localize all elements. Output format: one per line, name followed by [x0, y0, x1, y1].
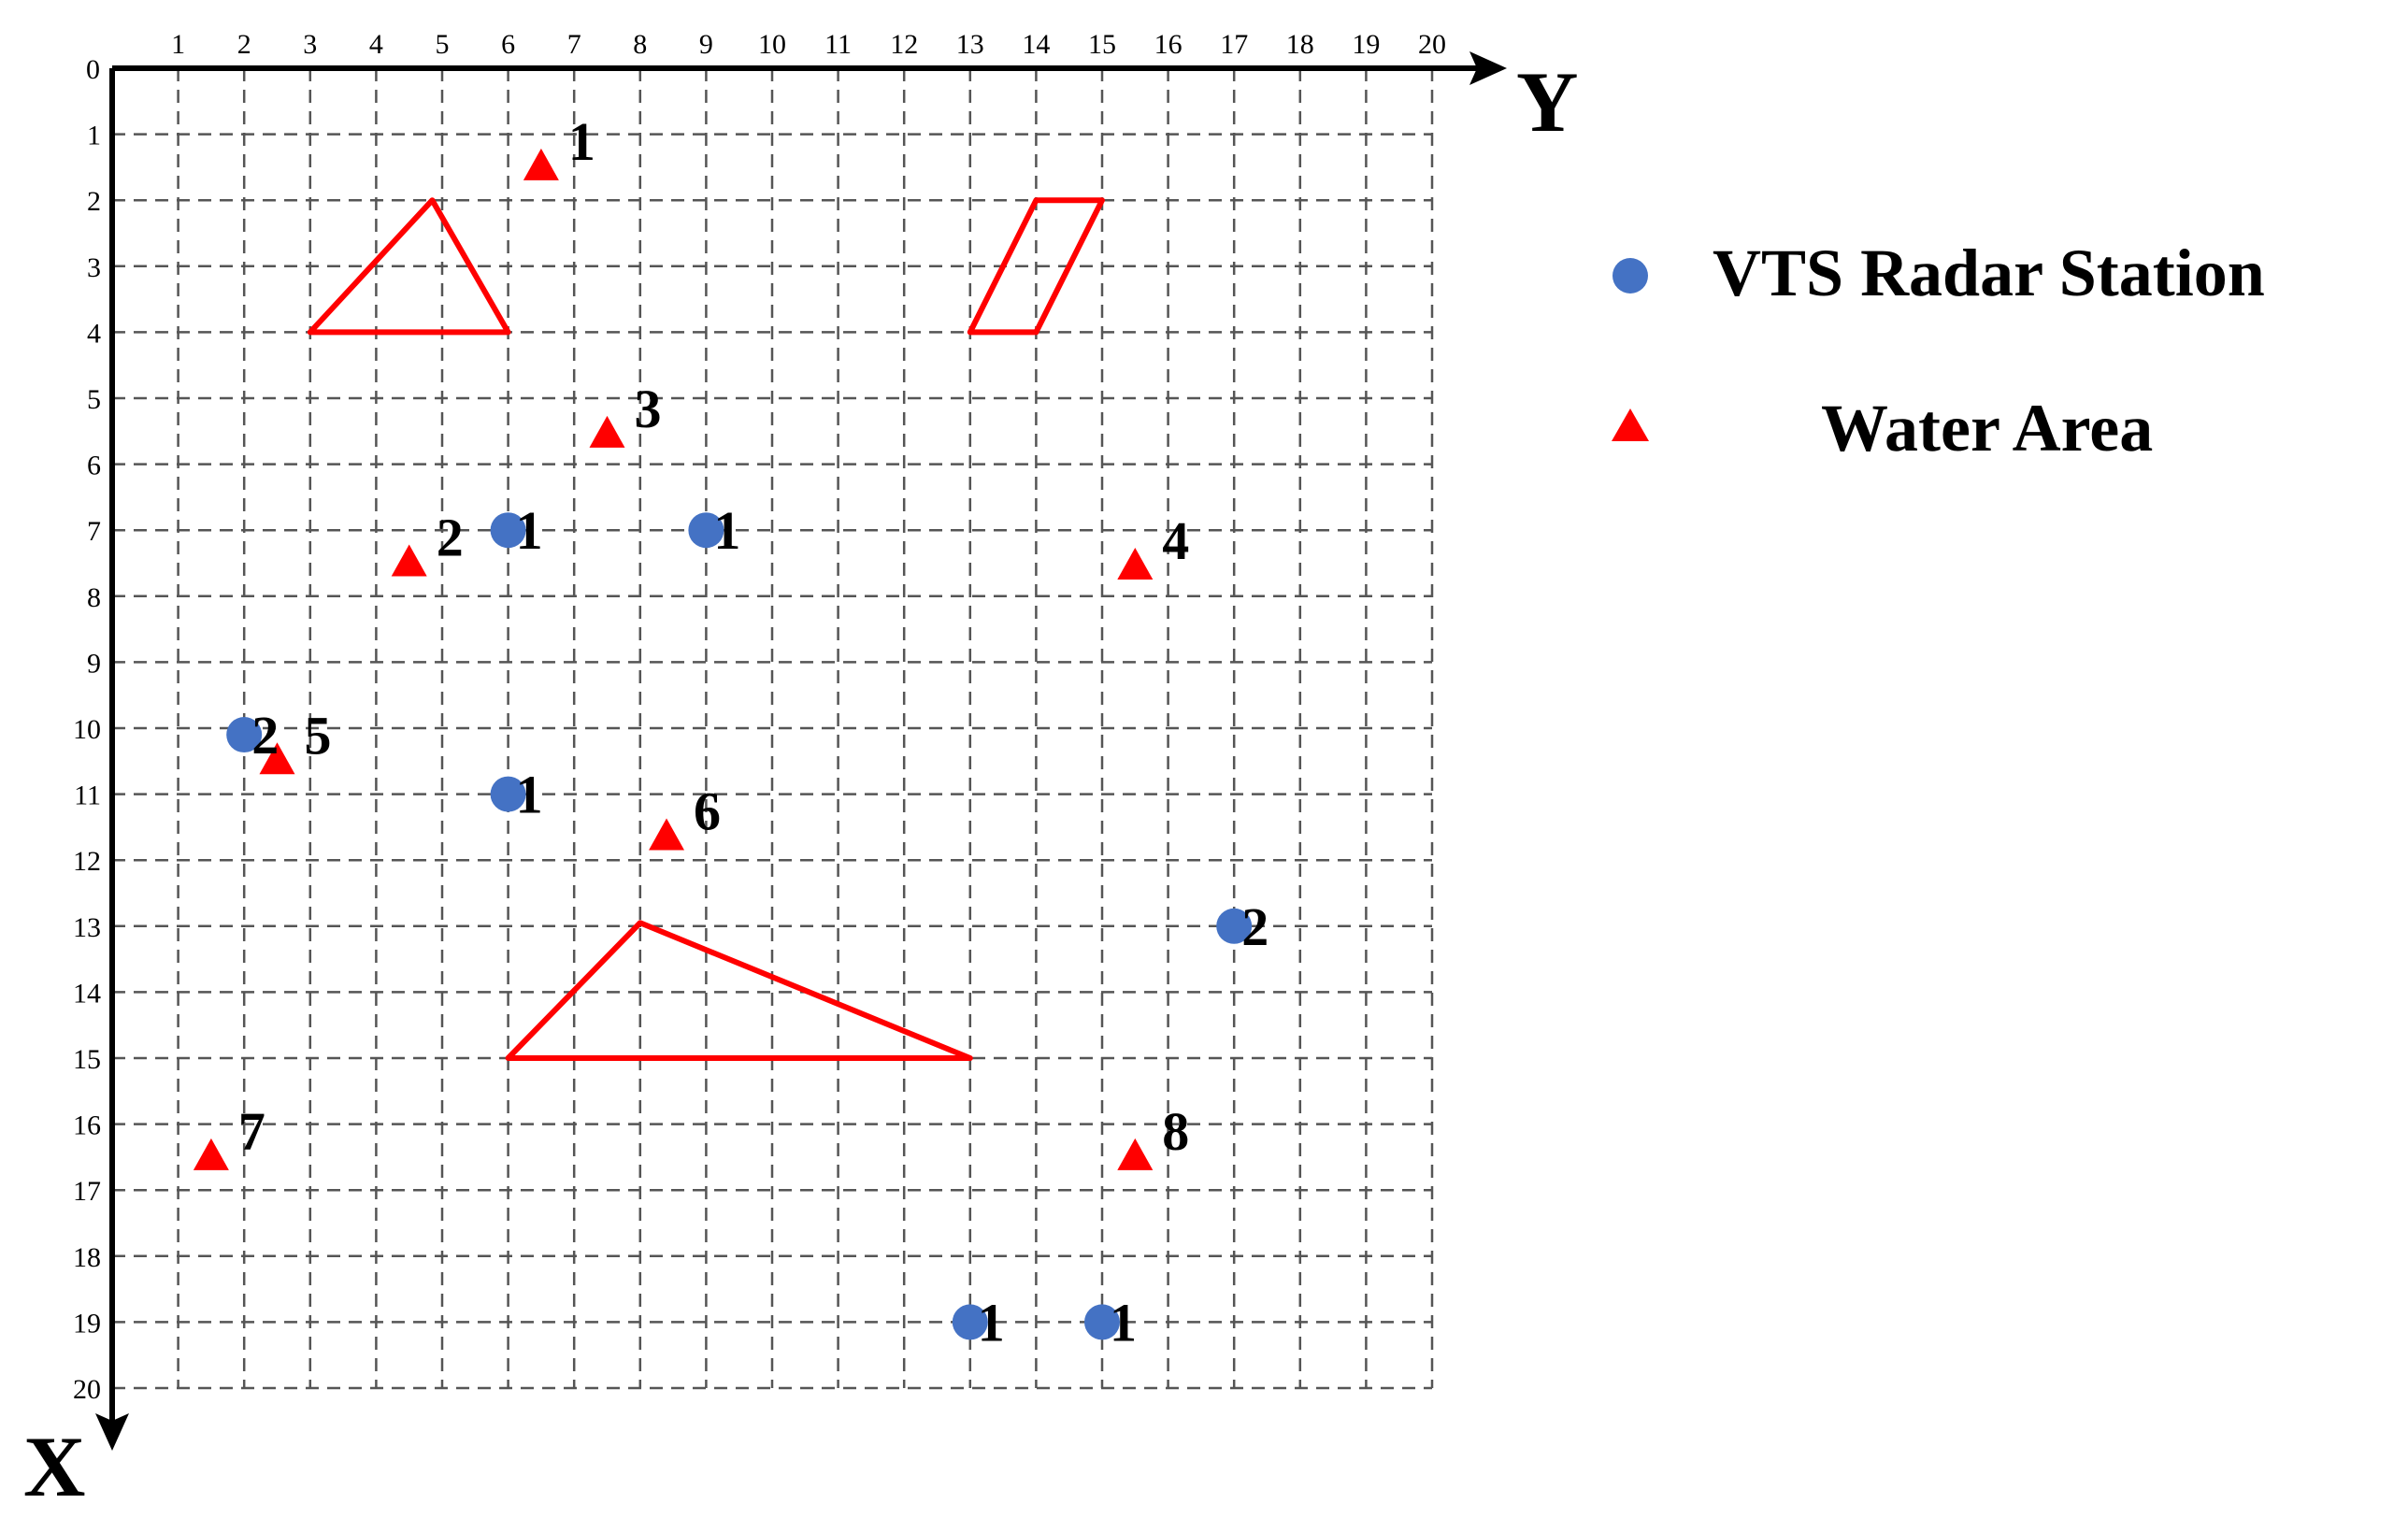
radar-station-label: 2 — [1241, 896, 1268, 957]
x-tick-label: 4 — [87, 318, 101, 349]
y-tick-label: 20 — [1418, 29, 1446, 60]
water-area-label: 3 — [635, 379, 662, 439]
axes: Y X 0 — [23, 51, 1578, 1514]
y-tick-label: 16 — [1154, 29, 1182, 60]
x-tick-label: 17 — [73, 1176, 101, 1207]
y-axis-name: Y — [1516, 54, 1578, 150]
x-tick-label: 3 — [87, 252, 101, 283]
x-tick-label: 2 — [87, 186, 101, 217]
x-tick-label: 5 — [87, 384, 101, 415]
y-tick-label: 6 — [501, 29, 515, 60]
y-tick-label: 13 — [956, 29, 984, 60]
y-tick-label: 4 — [369, 29, 383, 60]
obstacle-shapes — [307, 197, 1105, 1061]
radar-station-marker — [490, 512, 526, 549]
water-area-label: 7 — [238, 1101, 265, 1162]
y-tick-label: 15 — [1088, 29, 1116, 60]
radar-station-label: 1 — [713, 500, 740, 561]
x-tick-label: 11 — [74, 780, 101, 811]
y-tick-label: 7 — [567, 29, 581, 60]
water-area-marker — [259, 742, 295, 775]
x-tick-label: 12 — [73, 846, 101, 877]
water-area-marker — [1117, 1138, 1154, 1170]
legend-water-marker — [1612, 408, 1649, 441]
water-area-marker — [1117, 548, 1154, 580]
x-tick-label: 20 — [73, 1374, 101, 1405]
y-tick-label: 9 — [699, 29, 713, 60]
y-tick-label: 3 — [303, 29, 317, 60]
water-area-label: 8 — [1162, 1101, 1189, 1162]
water-area-label: 6 — [694, 780, 721, 841]
y-tick-label: 19 — [1352, 29, 1380, 60]
radar-station-marker — [688, 512, 724, 549]
legend-radar-marker — [1612, 258, 1648, 294]
grid-lines — [112, 68, 1434, 1390]
radar-station-marker — [1084, 1304, 1120, 1340]
water-area-label: 1 — [568, 111, 595, 172]
origin-label: 0 — [86, 54, 100, 85]
x-axis-name: X — [23, 1419, 85, 1514]
y-tick-label: 1 — [171, 29, 185, 60]
y-tick-label: 14 — [1022, 29, 1050, 60]
radar-station-label: 1 — [1110, 1292, 1137, 1353]
y-tick-label: 11 — [824, 29, 852, 60]
x-tick-label: 19 — [73, 1308, 101, 1339]
radar-station-marker — [490, 776, 526, 812]
y-axis-arrowhead — [1469, 51, 1507, 85]
x-tick-label: 7 — [87, 516, 101, 547]
water-area-label: 5 — [305, 705, 332, 766]
radar-station-marker — [952, 1304, 988, 1340]
x-tick-label: 15 — [73, 1044, 101, 1075]
water-area-label: 2 — [437, 508, 464, 568]
y-tick-label: 8 — [633, 29, 647, 60]
x-tick-label: 8 — [87, 582, 101, 613]
water-area-marker — [589, 415, 625, 448]
x-tick-label: 10 — [73, 714, 101, 745]
radar-station-label: 1 — [516, 500, 543, 561]
radar-station-marker — [226, 717, 263, 753]
water-area-marker — [649, 818, 685, 851]
radar-station-marker — [1216, 908, 1253, 944]
legend: VTS Radar Station Water Area — [1612, 236, 2265, 465]
x-tick-label: 13 — [73, 912, 101, 943]
water-area-marker — [391, 544, 427, 577]
y-tick-label: 5 — [436, 29, 450, 60]
water-area-marker — [523, 148, 559, 180]
y-tick-label: 18 — [1286, 29, 1314, 60]
y-tick-label: 2 — [237, 29, 251, 60]
obstacle-triangle — [307, 197, 511, 336]
water-area-label: 4 — [1162, 510, 1189, 571]
x-tick-label: 14 — [73, 978, 101, 1009]
obstacle-triangle — [505, 920, 973, 1061]
radar-station-label: 2 — [251, 705, 279, 766]
obstacle-parallelogram — [967, 197, 1105, 336]
x-tick-label: 9 — [87, 648, 101, 679]
radar-station-label: 1 — [516, 765, 543, 825]
x-tick-label: 1 — [87, 121, 101, 151]
x-axis-arrowhead — [95, 1413, 129, 1451]
x-tick-label: 18 — [73, 1242, 101, 1273]
water-area-marker — [193, 1138, 229, 1170]
radar-station-label: 1 — [978, 1292, 1005, 1353]
y-tick-label: 12 — [890, 29, 918, 60]
y-tick-label: 10 — [758, 29, 786, 60]
x-tick-label: 6 — [87, 451, 101, 481]
y-tick-label: 17 — [1220, 29, 1248, 60]
legend-water-label: Water Area — [1821, 391, 2153, 465]
legend-radar-label: VTS Radar Station — [1713, 236, 2265, 310]
x-tick-label: 16 — [73, 1110, 101, 1141]
